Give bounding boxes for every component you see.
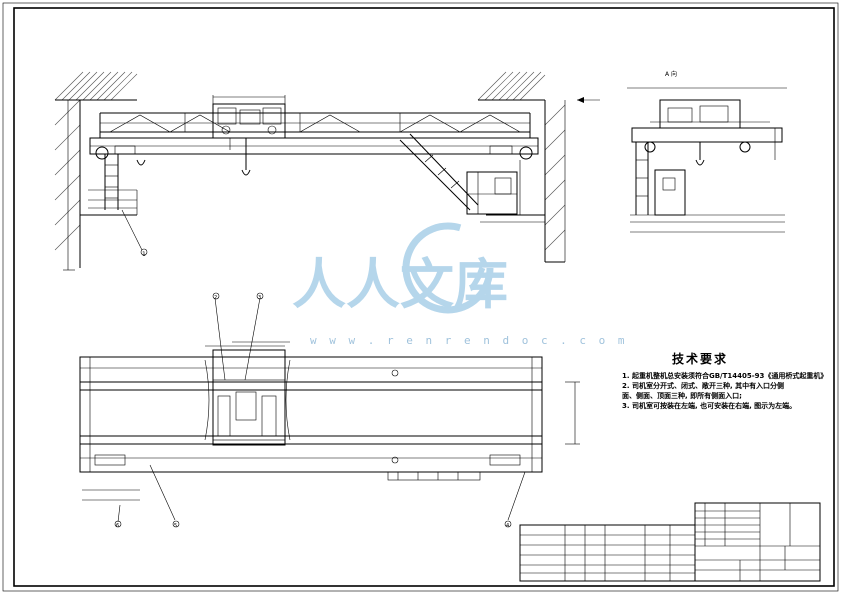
callout-1-label: 1: [142, 251, 146, 258]
callout-3: 3: [256, 292, 264, 301]
front-elevation-view: 1: [54, 71, 600, 271]
plan-view: [79, 297, 580, 523]
watermark-logo: 人人文库 w w w . r e n r e n d o c . c o m: [292, 222, 628, 347]
tech-req-line: 面、侧面、顶面三种, 即所有侧面入口;: [622, 392, 742, 400]
watermark-ring-icon: [402, 222, 494, 314]
drive-unit: [489, 454, 521, 466]
title-block-main: [694, 502, 821, 582]
svg-text:6: 6: [116, 523, 119, 529]
callout-2: 2: [212, 292, 220, 301]
technical-requirements-title: 技术要求: [672, 352, 729, 366]
dimension-lines: [63, 100, 566, 271]
view-direction-arrow-icon: [577, 97, 584, 103]
callout-6: 6: [114, 520, 122, 529]
ladder: [104, 154, 119, 210]
wheel-icon: [95, 146, 109, 160]
drive-unit: [94, 454, 126, 466]
svg-text:2: 2: [214, 295, 217, 301]
inner-frame: [13, 7, 835, 587]
svg-text:3: 3: [258, 295, 261, 301]
wheel-icon: [644, 141, 656, 153]
side-view: A 向: [627, 70, 787, 233]
parameter-table: [519, 524, 696, 582]
left-wall-hatch: [54, 71, 138, 268]
operator-cabin: [466, 171, 518, 215]
side-view-label: A 向: [665, 70, 677, 78]
callout-5: 5: [172, 520, 180, 529]
right-wall-hatch: [477, 71, 566, 263]
title-block: [519, 502, 821, 582]
svg-text:5: 5: [174, 523, 177, 529]
main-hook-icon: [241, 169, 251, 176]
tech-req-line: 1. 起重机整机总安装须符合GB/T14405-93《通用桥式起重机》: [622, 372, 828, 380]
tech-req-line: 3. 司机室可按装在左端, 也可安装在右端, 图示为左端。: [622, 402, 797, 410]
aux-hook-icon: [136, 159, 146, 166]
trolley: [212, 95, 286, 176]
svg-text:4: 4: [506, 523, 509, 529]
technical-requirements: 技术要求 1. 起重机整机总安装须符合GB/T14405-93《通用桥式起重机》…: [622, 350, 828, 411]
trolley-side: [659, 99, 741, 129]
tech-req-line: 2. 司机室分开式、闭式、敞开三种, 其中有入口分侧: [622, 382, 785, 390]
watermark-text: 人人文库: [292, 253, 508, 316]
callout-4: 4: [504, 520, 512, 529]
access-stairway: [399, 133, 479, 211]
side-hook-icon: [695, 159, 705, 166]
wheel-icon: [739, 141, 751, 153]
walkway-railing: [99, 112, 531, 138]
bridge-outline: [79, 356, 543, 473]
trolley-plan: [204, 345, 291, 446]
watermark-url: w w w . r e n r e n d o c . c o m: [310, 334, 628, 347]
wheel-icon: [519, 146, 533, 160]
